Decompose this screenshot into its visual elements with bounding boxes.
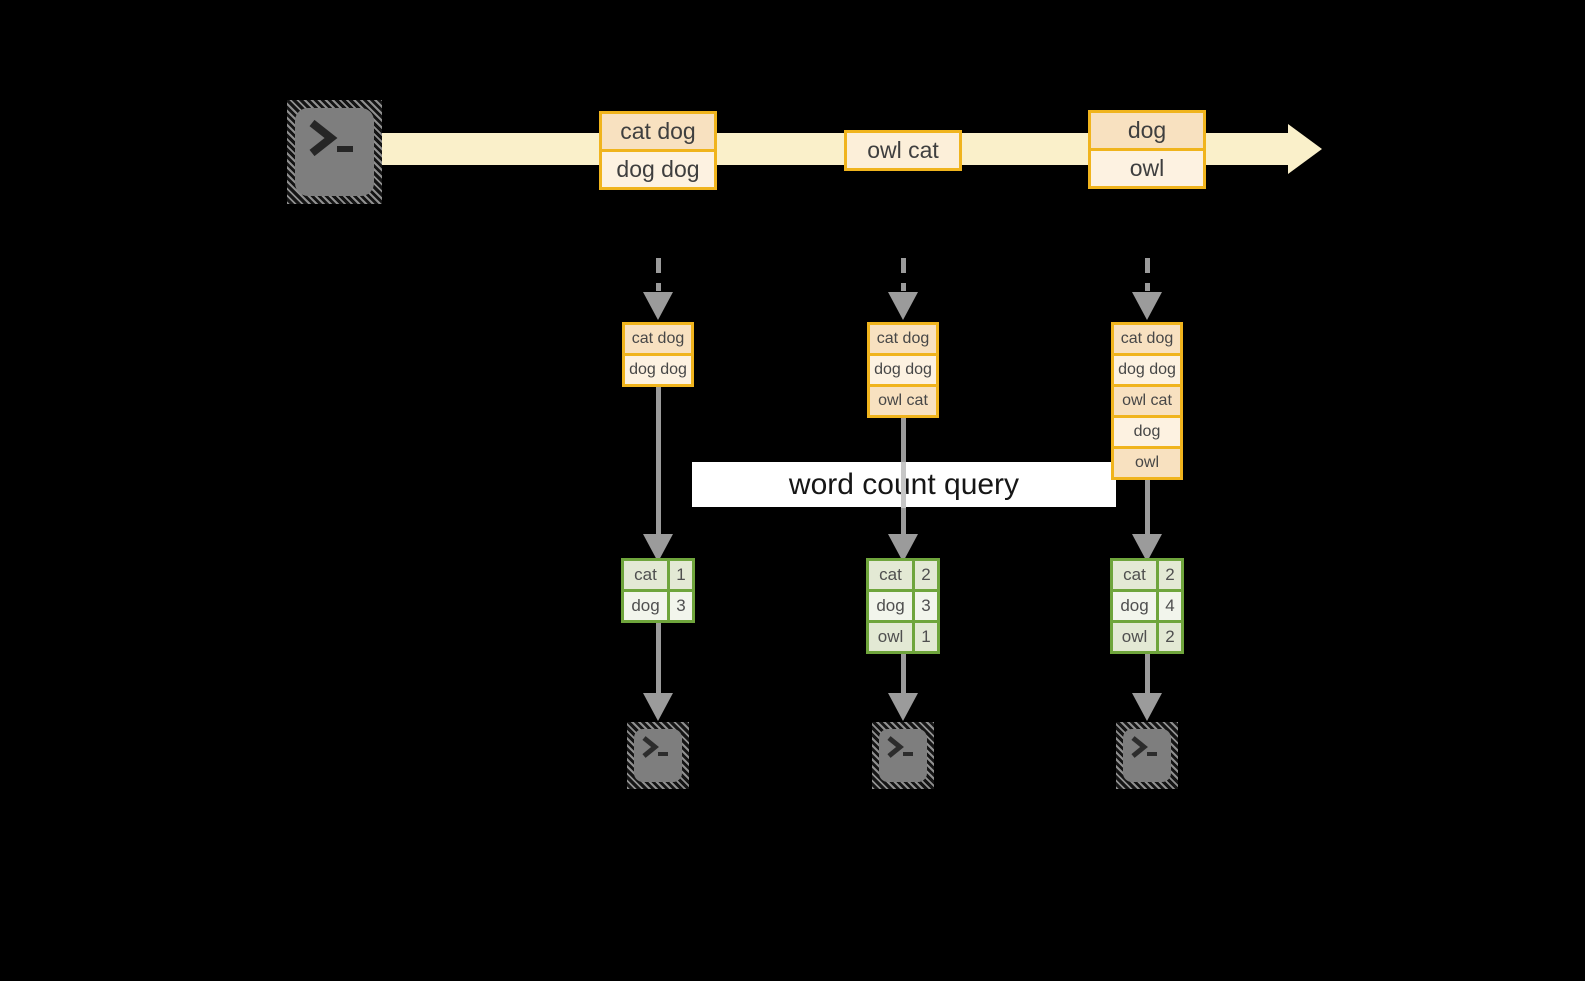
flow-arrowhead-icon: [888, 693, 918, 721]
word-count-table: cat 2 dog 4 owl 2: [1110, 558, 1184, 654]
word-cell: owl: [869, 623, 912, 651]
stream-event-box: dog owl: [1088, 110, 1206, 189]
flow-line: [656, 387, 661, 534]
terminal-prompt-icon: [642, 736, 668, 758]
flow-line: [901, 508, 906, 534]
flow-arrowhead-icon: [1132, 693, 1162, 721]
event-buffer-box: cat dog dog dog: [622, 322, 694, 387]
source-terminal-icon: [287, 100, 382, 204]
buffered-event-text: cat dog: [625, 325, 691, 353]
count-cell: 3: [915, 592, 937, 620]
event-buffer-box: cat dog dog dog owl cat: [867, 322, 939, 418]
flow-line: [1145, 654, 1150, 693]
ingest-dashed-arrow: [656, 258, 661, 291]
sink-terminal-icon: [872, 722, 934, 789]
word-cell: cat: [1113, 561, 1156, 589]
buffered-event-text: owl cat: [870, 384, 936, 415]
flow-arrowhead-icon: [643, 534, 673, 562]
flow-line: [1145, 480, 1150, 534]
word-cell: dog: [624, 592, 667, 620]
count-cell: 2: [915, 561, 937, 589]
stream-event-box: owl cat: [844, 130, 962, 171]
table-row: cat 1: [624, 561, 692, 589]
ingest-arrowhead-icon: [1132, 292, 1162, 320]
ingest-arrowhead-icon: [888, 292, 918, 320]
stream-event-text: dog: [1091, 113, 1203, 148]
terminal-screen: [879, 729, 927, 782]
table-row: cat 2: [1113, 561, 1181, 589]
buffered-event-text: cat dog: [1114, 325, 1180, 353]
table-row: cat 2: [869, 561, 937, 589]
flow-line: [901, 462, 906, 508]
buffered-event-text: owl: [1114, 446, 1180, 477]
ingest-dashed-arrow: [901, 258, 906, 291]
terminal-screen: [1123, 729, 1171, 782]
count-cell: 1: [915, 623, 937, 651]
terminal-prompt-icon: [309, 119, 353, 157]
flow-line: [901, 418, 906, 462]
count-cell: 4: [1159, 592, 1181, 620]
table-row: owl 1: [869, 623, 937, 651]
event-buffer-box: cat dog dog dog owl cat dog owl: [1111, 322, 1183, 480]
word-count-table: cat 1 dog 3: [621, 558, 695, 623]
stream-event-text: owl cat: [847, 133, 959, 168]
sink-terminal-icon: [627, 722, 689, 789]
flow-line: [656, 623, 661, 693]
buffered-event-text: dog dog: [1114, 353, 1180, 384]
stream-event-text: owl: [1091, 148, 1203, 186]
flow-arrowhead-icon: [888, 534, 918, 562]
sink-terminal-icon: [1116, 722, 1178, 789]
flow-line: [901, 654, 906, 693]
word-cell: dog: [869, 592, 912, 620]
buffered-event-text: dog dog: [625, 353, 691, 384]
ingest-arrowhead-icon: [643, 292, 673, 320]
terminal-prompt-icon: [887, 736, 913, 758]
count-cell: 1: [670, 561, 692, 589]
word-cell: cat: [869, 561, 912, 589]
event-stream-arrowhead-icon: [1288, 124, 1322, 174]
stream-event-text: dog dog: [602, 149, 714, 187]
terminal-screen: [634, 729, 682, 782]
table-row: dog 3: [869, 592, 937, 620]
word-cell: dog: [1113, 592, 1156, 620]
table-row: owl 2: [1113, 623, 1181, 651]
table-row: dog 4: [1113, 592, 1181, 620]
flow-arrowhead-icon: [643, 693, 673, 721]
word-cell: owl: [1113, 623, 1156, 651]
flow-arrowhead-icon: [1132, 534, 1162, 562]
buffered-event-text: cat dog: [870, 325, 936, 353]
word-cell: cat: [624, 561, 667, 589]
table-row: dog 3: [624, 592, 692, 620]
count-cell: 3: [670, 592, 692, 620]
buffered-event-text: owl cat: [1114, 384, 1180, 415]
terminal-screen: [295, 108, 374, 196]
buffered-event-text: dog: [1114, 415, 1180, 446]
ingest-dashed-arrow: [1145, 258, 1150, 291]
stream-event-text: cat dog: [602, 114, 714, 149]
word-count-table: cat 2 dog 3 owl 1: [866, 558, 940, 654]
buffered-event-text: dog dog: [870, 353, 936, 384]
count-cell: 2: [1159, 623, 1181, 651]
terminal-prompt-icon: [1131, 736, 1157, 758]
count-cell: 2: [1159, 561, 1181, 589]
stream-event-box: cat dog dog dog: [599, 111, 717, 190]
